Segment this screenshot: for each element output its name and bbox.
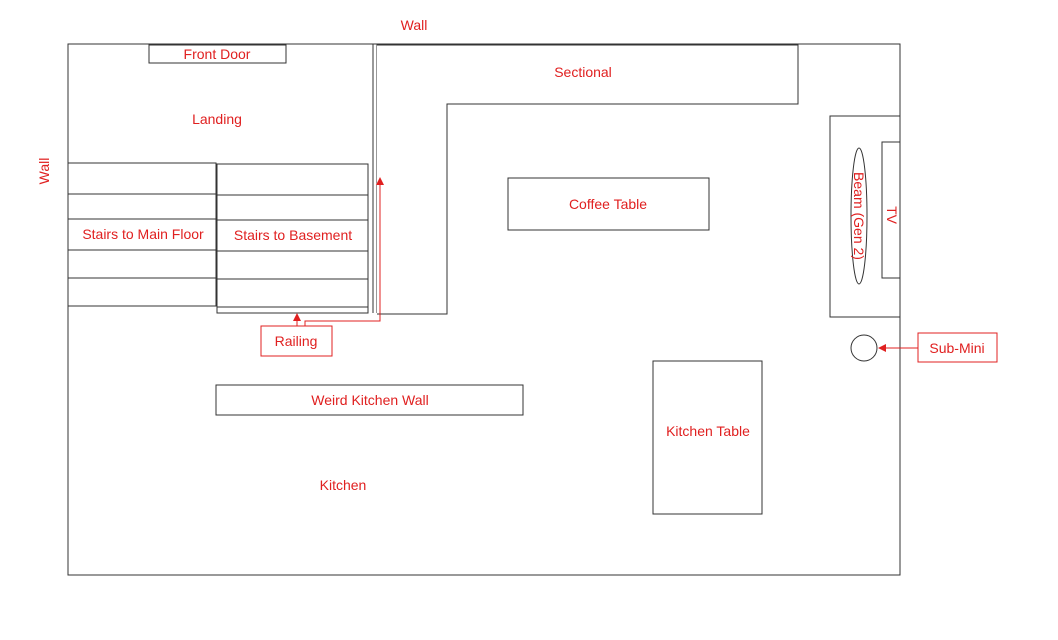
- sub-mini-label: Sub-Mini: [929, 340, 984, 356]
- beam-label: Beam (Gen 2): [851, 172, 867, 260]
- wall-left-label: Wall: [36, 158, 52, 185]
- stairs-main-floor-label: Stairs to Main Floor: [82, 226, 204, 242]
- sectional-label: Sectional: [554, 64, 612, 80]
- kitchen-label: Kitchen: [320, 477, 367, 493]
- front-door-label: Front Door: [184, 46, 251, 62]
- kitchen-table: [652, 360, 763, 515]
- tv: [881, 141, 901, 279]
- tv-label: TV: [884, 206, 900, 225]
- stairs-basement-label: Stairs to Basement: [234, 227, 352, 243]
- coffee-table-label: Coffee Table: [569, 196, 647, 212]
- sectional: [377, 44, 799, 315]
- stairs-basement: [216, 163, 369, 314]
- landing-label: Landing: [192, 111, 242, 127]
- sub-mini: [850, 334, 878, 362]
- wall-top-label: Wall: [401, 17, 428, 33]
- railing-arrow-wall: [304, 177, 384, 326]
- front-door: [148, 44, 287, 64]
- kitchen-table-label: Kitchen Table: [666, 423, 750, 439]
- beam-soundbar: [850, 147, 868, 285]
- stairs-main-floor: [67, 162, 217, 307]
- coffee-table: [507, 177, 710, 231]
- sub-mini-callout: [917, 332, 998, 363]
- weird-kitchen-wall: [215, 384, 524, 416]
- weird-kitchen-wall-label: Weird Kitchen Wall: [311, 392, 428, 408]
- railing-label: Railing: [275, 333, 318, 349]
- railing-callout: [260, 325, 333, 357]
